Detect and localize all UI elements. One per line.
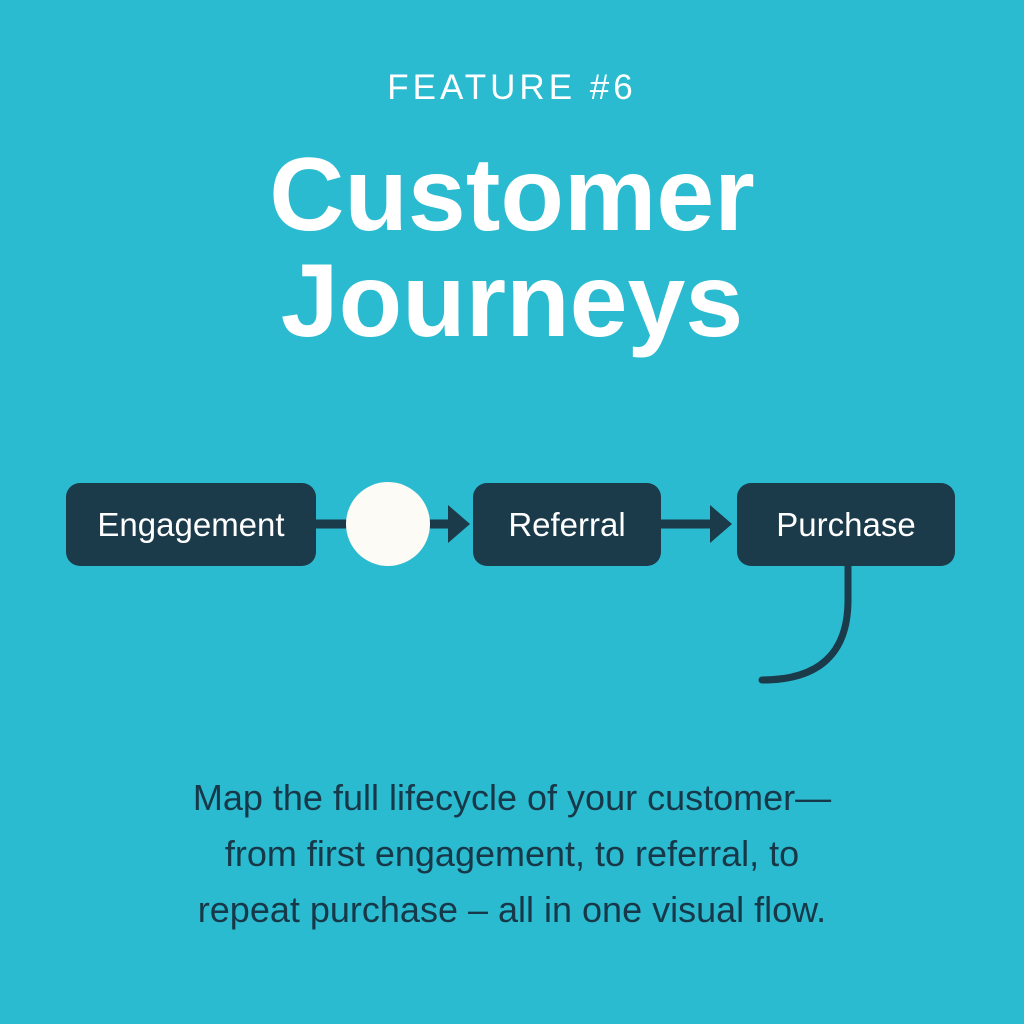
arrow-head-icon [710, 505, 732, 543]
feature-label: FEATURE #6 [387, 68, 637, 107]
journey-circle-node [346, 482, 430, 566]
page-title: Customer Journeys [0, 142, 1024, 354]
description-line-3: repeat purchase – all in one visual flow… [197, 889, 827, 930]
node-label: Engagement [97, 505, 285, 543]
description-line-2: from first engagement, to referral, to [224, 833, 800, 874]
title-line-2: Journeys [280, 243, 744, 359]
node-engagement: Engagement [66, 483, 316, 566]
node-purchase: Purchase [737, 483, 955, 566]
description: Map the full lifecycle of your customer—… [0, 770, 1024, 938]
node-label: Referral [508, 505, 626, 543]
arrow-head-icon [448, 505, 470, 543]
description-line-1: Map the full lifecycle of your customer— [192, 777, 832, 818]
loop-curve-connector [758, 560, 852, 684]
title-line-1: Customer [269, 137, 755, 253]
node-label: Purchase [776, 505, 916, 543]
node-referral: Referral [473, 483, 661, 566]
